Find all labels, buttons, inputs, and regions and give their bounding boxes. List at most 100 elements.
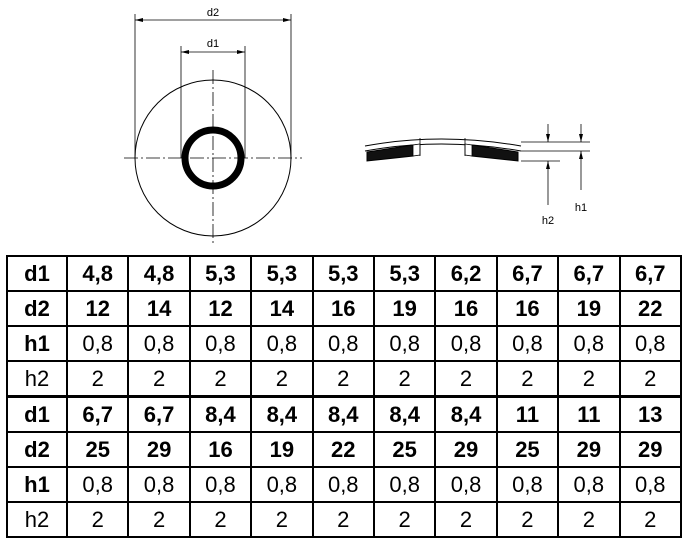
table-cell: 6,7 — [557, 255, 621, 292]
table-cell: 2 — [557, 360, 621, 398]
table-cell: 2 — [127, 360, 191, 398]
d2-dimension-label: d2 — [207, 7, 219, 19]
table-cell: 0,8 — [495, 325, 560, 362]
table-cell: 5,3 — [311, 255, 375, 292]
table-cell: 2 — [434, 360, 498, 398]
table-cell: 19 — [372, 290, 437, 327]
left-section-highlight — [412, 143, 421, 157]
washer-profile-bottom — [364, 143, 522, 152]
table-cell: 16 — [434, 290, 498, 327]
table-cell: 2 — [618, 360, 683, 398]
table-cell: 2 — [250, 360, 314, 398]
table-cell: 16 — [311, 290, 375, 327]
row-label: d2 — [6, 431, 68, 468]
table-cell: 0,8 — [250, 466, 314, 503]
table-cell: 8,4 — [434, 395, 498, 433]
table-cell: 0,8 — [250, 325, 314, 362]
table-cell: 22 — [311, 431, 375, 468]
table-cell: 14 — [127, 290, 191, 327]
table-cell: 12 — [188, 290, 253, 327]
table-cell: 2 — [372, 501, 437, 538]
table-cell: 2 — [65, 501, 130, 538]
row-label: h2 — [6, 360, 68, 398]
h1-arrow-bottom — [579, 151, 583, 159]
row-label: h1 — [6, 325, 68, 362]
table-cell: 25 — [495, 431, 560, 468]
d2-arrow-right — [283, 18, 291, 22]
table-cell: 25 — [65, 431, 130, 468]
table-cell: 6,7 — [127, 395, 191, 433]
row-label: d1 — [6, 255, 68, 292]
table-cell: 2 — [188, 360, 253, 398]
washer-profile-top — [364, 138, 522, 147]
table-cell: 5,3 — [188, 255, 253, 292]
table-cell: 0,8 — [188, 325, 253, 362]
table-cell: 0,8 — [372, 466, 437, 503]
h2-arrow-top — [546, 134, 550, 142]
h2-dimension-label: h2 — [542, 215, 554, 227]
row-label: d1 — [6, 395, 68, 433]
table-cell: 29 — [618, 431, 683, 468]
table-cell: 0,8 — [311, 466, 375, 503]
table-cell: 0,8 — [127, 466, 191, 503]
table-cell: 4,8 — [65, 255, 130, 292]
table-cell: 2 — [495, 501, 560, 538]
table-cell: 11 — [495, 395, 560, 433]
table-cell: 2 — [557, 501, 621, 538]
table-cell: 2 — [311, 360, 375, 398]
table-cell: 2 — [188, 501, 253, 538]
table-cell: 0,8 — [557, 325, 621, 362]
table-cell: 2 — [311, 501, 375, 538]
d1-arrow-left — [181, 50, 189, 54]
table-cell: 0,8 — [495, 466, 560, 503]
table-cell: 4,8 — [127, 255, 191, 292]
h2-arrow-bottom — [546, 161, 550, 169]
table-cell: 0,8 — [65, 466, 130, 503]
table-cell: 6,7 — [65, 395, 130, 433]
table-cell: 2 — [372, 360, 437, 398]
table-cell: 25 — [372, 431, 437, 468]
table-cell: 29 — [434, 431, 498, 468]
table-cell: 2 — [127, 501, 191, 538]
table-cell: 6,7 — [618, 255, 683, 292]
right-section-highlight — [464, 143, 473, 157]
table-cell: 0,8 — [557, 466, 621, 503]
table-cell: 16 — [188, 431, 253, 468]
table-cell: 0,8 — [65, 325, 130, 362]
table-cell: 22 — [618, 290, 683, 327]
table-cell: 0,8 — [618, 325, 683, 362]
table-cell: 2 — [618, 501, 683, 538]
table-cell: 0,8 — [127, 325, 191, 362]
washer-technical-drawing: d2 d1 h2 h1 — [124, 7, 590, 245]
table-cell: 0,8 — [188, 466, 253, 503]
side-view: h2 h1 — [364, 124, 590, 227]
table-cell: 2 — [495, 360, 560, 398]
table-cell: 19 — [557, 290, 621, 327]
row-label: h1 — [6, 466, 68, 503]
table-cell: 19 — [250, 431, 314, 468]
table-cell: 5,3 — [250, 255, 314, 292]
d1-arrow-right — [237, 50, 245, 54]
table-cell: 11 — [557, 395, 621, 433]
table-cell: 2 — [65, 360, 130, 398]
table-cell: 2 — [250, 501, 314, 538]
table-cell: 13 — [618, 395, 683, 433]
h1-arrow-top — [579, 134, 583, 142]
table-cell: 0,8 — [311, 325, 375, 362]
table-cell: 12 — [65, 290, 130, 327]
table-cell: 0,8 — [618, 466, 683, 503]
table-cell: 6,2 — [434, 255, 498, 292]
row-label: d2 — [6, 290, 68, 327]
front-view: d2 d1 — [124, 7, 302, 245]
table-cell: 8,4 — [188, 395, 253, 433]
table-cell: 6,7 — [495, 255, 560, 292]
